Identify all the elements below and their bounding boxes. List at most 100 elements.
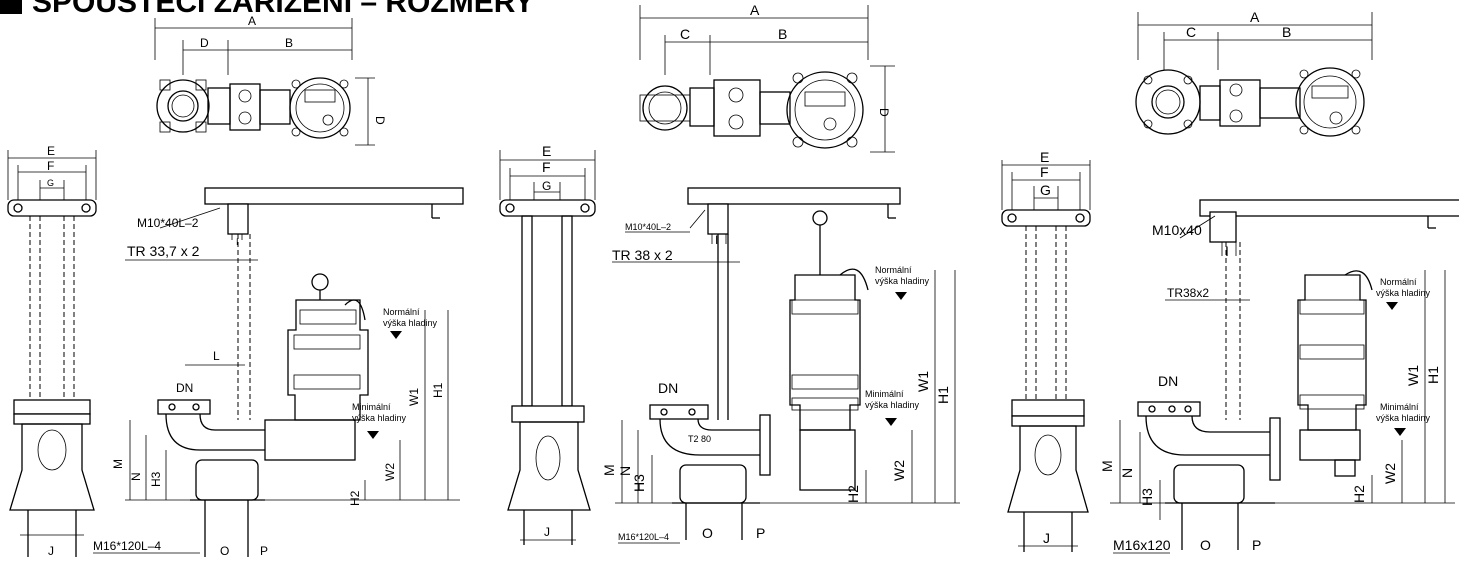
title-bullet-square — [0, 0, 22, 14]
panel-1-dim-b: B — [285, 36, 293, 50]
panel-1-guide-bolt: M10*40L–2 — [137, 216, 199, 230]
panel-3-normal-level-1: Normální — [1380, 277, 1417, 287]
panel-1-dim-w1: W1 — [407, 388, 421, 406]
panel-3-normal-level-2: výška hladiny — [1376, 288, 1431, 298]
panel-1-dim-h3: H3 — [149, 471, 163, 487]
panel-1-dim-m: M — [111, 459, 125, 469]
panel-1-dim-g: G — [47, 178, 54, 188]
panel-3-min-level-icon — [1394, 428, 1406, 436]
panel-2-dim-p: P — [756, 525, 765, 541]
panel-2-min-level-2: výška hladiny — [865, 400, 920, 410]
panel-1: A D B D — [7, 14, 464, 558]
panel-2-dim-o: O — [702, 525, 713, 541]
panel-3-dim-w1: W1 — [1405, 365, 1421, 386]
panel-2-dim-f: F — [542, 159, 551, 175]
panel-1-dim-dn: DN — [176, 381, 193, 395]
panel-3-dim-n: N — [1119, 468, 1135, 478]
panel-3: A C B — [1001, 9, 1459, 554]
panel-2-anchor-bolt: M16*120L–4 — [618, 532, 669, 542]
panel-2-side-view: E F G J — [499, 143, 596, 545]
panel-2-normal-level-2: výška hladiny — [875, 276, 930, 286]
panel-2-dim-e: E — [542, 143, 551, 159]
panel-2-dim-a: A — [750, 2, 760, 18]
panel-1-dim-h1: H1 — [431, 382, 445, 398]
panel-3-top-view — [1135, 67, 1365, 137]
panel-2-min-level-icon — [885, 418, 897, 426]
panel-2-dim-h3: H3 — [631, 474, 647, 492]
panel-3-side-view: E F G J — [1001, 149, 1091, 552]
panel-1-dim-w2: W2 — [383, 463, 397, 481]
panel-1-dim-o: O — [220, 544, 229, 557]
panel-2-dim-w1: W1 — [915, 371, 931, 392]
panel-1-dim-i: I — [236, 237, 239, 247]
panel-3-dim-o: O — [1200, 537, 1211, 553]
panel-3-dim-h3: H3 — [1139, 488, 1155, 506]
panel-1-dim-p: P — [260, 544, 268, 557]
panel-1-normal-level-1: Normální — [383, 307, 420, 317]
panel-2-casting-mark: T2 80 — [688, 434, 711, 444]
panel-1-top-dims: A D B D — [154, 14, 387, 146]
panel-1-dim-a: A — [248, 14, 256, 28]
panel-1-dim-l: L — [213, 349, 220, 363]
panel-1-min-level-2: výška hladiny — [352, 413, 407, 423]
panel-3-dim-c: C — [1186, 24, 1196, 40]
panel-1-normal-level-2: výška hladiny — [383, 318, 438, 328]
panel-1-dim-j: J — [48, 544, 54, 557]
panel-3-min-level-2: výška hladiny — [1376, 413, 1431, 423]
panel-2-dim-j: J — [544, 525, 550, 539]
panel-2-dim-h1: H1 — [935, 386, 951, 404]
panel-2-normal-level-icon — [895, 292, 907, 300]
panel-1-normal-level-icon — [390, 331, 402, 339]
panel-1-anchor-bolt: M16*120L–4 — [93, 539, 161, 553]
panel-2-dim-m: M — [601, 464, 617, 476]
panel-2-dim-i: I — [715, 233, 718, 247]
panel-1-dim-h2: H2 — [348, 490, 362, 506]
panel-2-top-view — [639, 71, 864, 149]
panel-1-dim-f: F — [47, 159, 54, 173]
page-title: SPOUŠTĚCÍ ZAŘÍZENÍ – ROZMĚRY — [32, 0, 534, 19]
panel-1-min-level-icon — [367, 431, 379, 439]
panel-3-guide-bolt: M10x40 — [1152, 222, 1202, 238]
panel-1-guide-tube: TR 33,7 x 2 — [127, 243, 200, 259]
panel-2-top-dims: A C B D — [639, 2, 895, 153]
panel-2-front-view: M10*40L–2 I TR 38 x 2 DN T2 80 — [601, 187, 960, 544]
panel-1-dim-c: D — [200, 36, 209, 50]
panel-3-front-view: M10x40 I TR38x2 DN — [1099, 199, 1459, 554]
panel-2-guide-tube: TR 38 x 2 — [612, 247, 673, 263]
panel-1-side-view: E F G J — [7, 144, 97, 558]
title-block: SPOUŠTĚCÍ ZAŘÍZENÍ – ROZMĚRY — [0, 0, 534, 19]
panel-2-dim-n: N — [617, 466, 633, 476]
panel-2-min-level-1: Minimální — [865, 389, 904, 399]
panel-3-dim-f: F — [1040, 164, 1049, 180]
panel-3-dim-w2: W2 — [1382, 463, 1398, 484]
panel-3-dim-j: J — [1043, 530, 1050, 546]
panel-2: A C B D — [499, 2, 960, 545]
panel-3-dim-m: M — [1099, 460, 1115, 472]
panel-1-dim-n: N — [129, 472, 143, 481]
panel-3-dim-h2: H2 — [1351, 485, 1367, 503]
panel-3-top-dims: A C B — [1137, 9, 1373, 70]
panel-3-dim-h1: H1 — [1425, 366, 1441, 384]
panel-3-guide-tube: TR38x2 — [1167, 286, 1209, 300]
panel-1-top-view — [156, 77, 351, 139]
panel-2-dim-w2: W2 — [891, 460, 907, 481]
panel-1-dim-d: D — [373, 116, 387, 125]
panel-2-dim-dn: DN — [658, 380, 678, 396]
panel-3-dim-dn: DN — [1158, 373, 1178, 389]
panel-1-min-level-1: Minimální — [352, 402, 391, 412]
panel-3-dim-b: B — [1282, 24, 1291, 40]
panel-3-dim-a: A — [1250, 9, 1260, 25]
panel-3-normal-level-icon — [1386, 302, 1398, 310]
panel-2-normal-level-1: Normální — [875, 265, 912, 275]
panel-3-dim-g: G — [1040, 182, 1051, 198]
panel-3-dim-p: P — [1252, 537, 1261, 553]
panel-2-dim-d: D — [877, 108, 891, 117]
panel-2-dim-h2: H2 — [845, 485, 861, 503]
panel-1-dim-e: E — [47, 144, 55, 158]
panel-3-anchor-bolt: M16x120 — [1113, 537, 1171, 553]
panel-2-guide-bolt: M10*40L–2 — [625, 222, 671, 232]
panel-3-min-level-1: Minimální — [1380, 402, 1419, 412]
panel-1-front-view: M10*40L–2 I TR 33,7 x 2 L DN — [93, 187, 464, 558]
